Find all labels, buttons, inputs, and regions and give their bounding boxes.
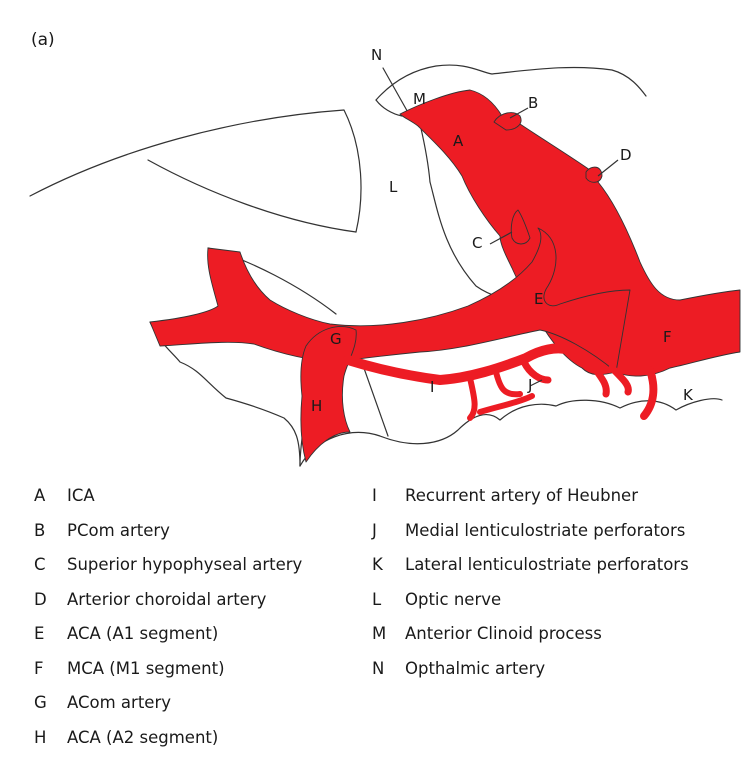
legend-key: M bbox=[372, 624, 387, 643]
letter-e: E bbox=[534, 290, 543, 308]
perforator-vessels bbox=[343, 343, 658, 421]
medial-perforator-1 bbox=[467, 375, 478, 421]
leader-j bbox=[529, 379, 543, 387]
legend-key: N bbox=[372, 658, 385, 678]
letter-d: D bbox=[620, 146, 632, 164]
optic-nerve-outline bbox=[29, 109, 362, 233]
medial-perforator-3 bbox=[520, 358, 552, 384]
legend-text: Superior hypophyseal artery bbox=[67, 555, 303, 574]
legend-text: Opthalmic artery bbox=[405, 658, 546, 678]
legend-key: D bbox=[34, 589, 47, 609]
legend-text: Recurrent artery of Heubner bbox=[405, 486, 638, 505]
letter-n: N bbox=[371, 46, 382, 64]
lateral-perforator-1 bbox=[586, 358, 610, 398]
legend-key: K bbox=[372, 555, 383, 574]
panel-label: (a) bbox=[31, 30, 55, 50]
letter-g: G bbox=[330, 330, 342, 348]
legend-key: F bbox=[34, 658, 44, 678]
legend-item: K Lateral lenticulostriate perforators bbox=[372, 555, 689, 590]
vascular-diagram: N M A B D L C E F G I J K H bbox=[29, 46, 741, 467]
legend-item: A ICA bbox=[34, 486, 302, 521]
lateral-perforator-2 bbox=[608, 364, 632, 396]
legend-item: D Arterior choroidal artery bbox=[34, 590, 302, 625]
heubner-artery-line bbox=[343, 343, 575, 385]
anterior-clinoid-outline bbox=[375, 64, 647, 101]
legend-key: J bbox=[372, 520, 377, 540]
legend-item: H ACA (A2 segment) bbox=[34, 728, 302, 763]
legend-text: MCA (M1 segment) bbox=[67, 658, 225, 678]
legend-text: ICA bbox=[67, 486, 95, 505]
legend-key: H bbox=[34, 727, 47, 747]
letter-f: F bbox=[663, 328, 672, 346]
legend-item: G ACom artery bbox=[34, 693, 302, 728]
legend-key: L bbox=[372, 589, 382, 609]
leader-b bbox=[509, 107, 529, 119]
legend-text: Medial lenticulostriate perforators bbox=[405, 520, 686, 540]
legend-text: Anterior Clinoid process bbox=[405, 624, 602, 643]
legend-key: I bbox=[372, 486, 377, 505]
legend-left: A ICA B PCom artery C Superior hypophyseal … bbox=[34, 486, 302, 762]
letter-j: J bbox=[527, 376, 532, 394]
letter-k: K bbox=[683, 386, 694, 404]
medial-perforator-4 bbox=[477, 393, 535, 415]
acom-a2-vessel bbox=[300, 326, 357, 463]
leader-c bbox=[489, 231, 513, 245]
pcom-bulge bbox=[493, 112, 522, 131]
aca-a1-vessel bbox=[149, 227, 631, 373]
letter-l: L bbox=[389, 178, 398, 196]
anterior-clinoid-lower-edge bbox=[375, 99, 403, 117]
ophthalmic-line bbox=[382, 67, 411, 117]
legend-item: F MCA (M1 segment) bbox=[34, 659, 302, 694]
legend-item: E ACA (A1 segment) bbox=[34, 624, 302, 659]
legend-item: N Opthalmic artery bbox=[372, 659, 689, 694]
legend-item: J Medial lenticulostriate perforators bbox=[372, 521, 689, 556]
legend-text: ACA (A2 segment) bbox=[67, 727, 219, 747]
legend-key: C bbox=[34, 555, 46, 574]
legend-right: I Recurrent artery of Heubner J Medial len… bbox=[372, 486, 689, 693]
leader-d bbox=[597, 159, 619, 177]
legend-key: G bbox=[34, 693, 47, 712]
legend-key: B bbox=[34, 520, 46, 540]
cortex-bottom-gyri bbox=[299, 398, 723, 467]
lateral-perforator-3 bbox=[640, 366, 658, 420]
anatomy-figure: (a) bbox=[29, 30, 741, 467]
legend-text: Arterior choroidal artery bbox=[67, 589, 267, 609]
legend-item: L Optic nerve bbox=[372, 590, 689, 625]
cortex-left-gyri bbox=[149, 321, 301, 467]
legend-item: C Superior hypophyseal artery bbox=[34, 555, 302, 590]
legend-text: ACA (A1 segment) bbox=[67, 624, 219, 643]
legend-text: Lateral lenticulostriate perforators bbox=[405, 555, 689, 574]
anterior-choroidal-bulge bbox=[585, 166, 603, 183]
superior-hypophyseal-vessel bbox=[510, 209, 531, 245]
legend-item: B PCom artery bbox=[34, 521, 302, 556]
letter-i: I bbox=[430, 378, 434, 396]
letter-a: A bbox=[453, 132, 464, 150]
legend-item: I Recurrent artery of Heubner bbox=[372, 486, 689, 521]
legend-text: PCom artery bbox=[67, 520, 170, 540]
legend-text: Optic nerve bbox=[405, 589, 502, 609]
legend-text: ACom artery bbox=[67, 693, 171, 712]
legend-key: E bbox=[34, 624, 45, 643]
letter-c: C bbox=[472, 234, 482, 252]
letter-b: B bbox=[528, 94, 538, 112]
legend-item: M Anterior Clinoid process bbox=[372, 624, 689, 659]
legend-key: A bbox=[34, 486, 46, 505]
optic-nerve-lower-edge bbox=[147, 159, 357, 233]
letter-m: M bbox=[413, 90, 426, 108]
medial-perforator-2 bbox=[493, 369, 523, 398]
letter-h: H bbox=[311, 397, 322, 415]
